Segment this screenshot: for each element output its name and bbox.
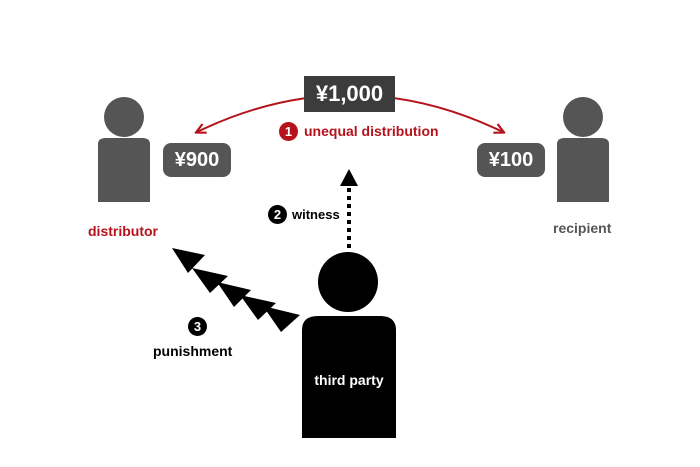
third-party-label: third party	[314, 372, 384, 388]
third-party-person-icon	[302, 252, 396, 438]
step-2-badge: 2	[268, 205, 287, 224]
punishment-chevron-arrow	[172, 248, 300, 332]
step-1-label: unequal distribution	[304, 123, 439, 139]
step-1-badge: 1	[279, 122, 298, 141]
witness-dotted-arrow	[340, 169, 358, 248]
step-3-label: punishment	[153, 343, 233, 359]
recipient-share: ¥100	[488, 148, 534, 171]
step-2-label: witness	[292, 207, 340, 222]
step-3-badge: 3	[188, 317, 207, 336]
distributor-share-pill: ¥900	[163, 143, 231, 177]
total-amount-box: ¥1,000	[304, 76, 395, 112]
total-amount: ¥1,000	[315, 81, 384, 106]
distributor-label: distributor	[88, 223, 158, 239]
distributor-share: ¥900	[174, 148, 220, 171]
recipient-label: recipient	[553, 220, 612, 236]
recipient-share-pill: ¥100	[477, 143, 545, 177]
recipient-person-icon	[557, 97, 609, 202]
distributor-person-icon	[98, 97, 150, 202]
